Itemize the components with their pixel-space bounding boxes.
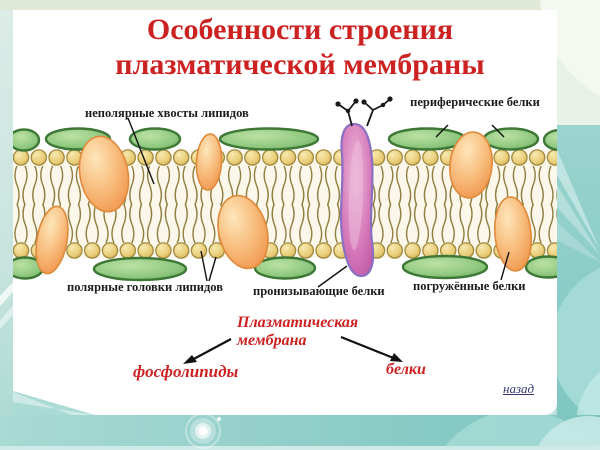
spanning-protein-shape [339,122,375,278]
label-embedded-proteins: погружённые белки [413,279,526,293]
glow-bubble [185,413,221,449]
pointer-lines [127,117,510,288]
embedded-proteins-shapes [35,131,533,275]
membrane-diagram [13,122,557,282]
glycan-antennae-icon [335,96,393,127]
right-band [557,125,600,450]
concept-root-plasma-membrane: Плазматическая мембрана [237,314,359,349]
label-peripheral-proteins: периферические белки [410,95,540,109]
label-polar-heads: полярные головки липидов [67,280,223,294]
label-nonpolar-tails: неполярные хвосты липидов [85,106,249,120]
label-spanning-proteins: пронизывающие белки [253,284,385,298]
concept-arrows [183,335,403,364]
back-link[interactable]: назад [503,381,535,396]
concept-child-proteins: белки [386,361,426,378]
slide-title: Особенности строения плазматической мемб… [115,13,485,82]
peripheral-proteins-shapes [13,127,557,282]
concept-child-phospholipids: фосфолипиды [133,362,239,381]
bottom-band [0,378,600,450]
